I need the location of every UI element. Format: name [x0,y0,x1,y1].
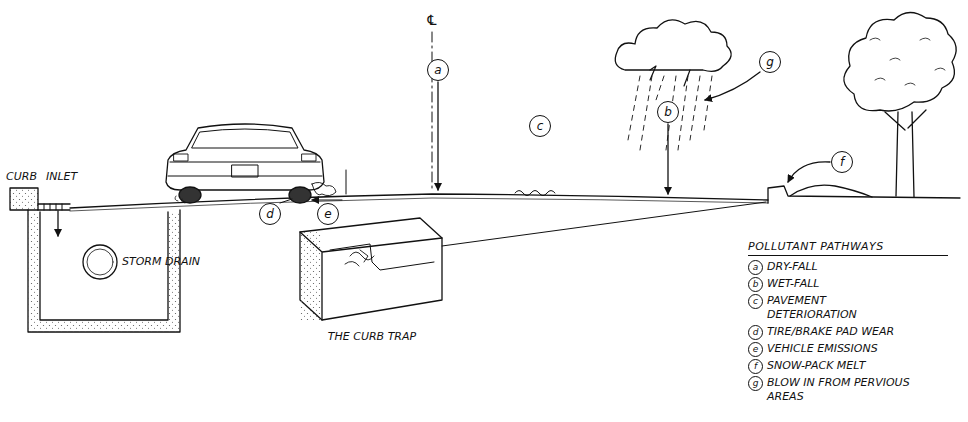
legend-row: f SNOW-PACK MELT [748,359,948,374]
curb-trap-leader [442,202,766,246]
blow-in-arrow [705,72,760,100]
storm-drain-pipe [83,245,117,279]
legend-text: WET-FALL [767,277,917,291]
legend-letter: c [748,294,763,309]
callout-letter: c [537,120,544,132]
snow-mound [790,185,872,197]
callout-circle: b [657,101,679,123]
exhaust-puff [312,182,336,195]
legend-text: TIRE/BRAKE PAD WEAR [767,325,917,339]
dry-fall-arrow [437,82,438,190]
legend-row: c PAVEMENT DETERIORATION [748,294,948,323]
storm-cloud [615,20,731,72]
tree [844,12,956,197]
legend-row: e VEHICLE EMISSIONS [748,342,948,357]
callout-letter: g [766,56,774,68]
callout-letter: d [266,208,274,220]
callout-circle: e [317,203,339,225]
curb [10,188,38,210]
legend-text: PAVEMENT DETERIORATION [767,294,917,323]
callout-circle: f [831,151,853,173]
callout-letter: b [664,106,672,118]
callout-circle: c [529,115,551,137]
callout-circle: d [259,203,281,225]
centerline-symbol: ℄ [428,12,437,29]
legend-text: VEHICLE EMISSIONS [767,342,917,356]
legend-letter: a [748,260,763,275]
legend-letter: e [748,342,763,357]
wet-fall-arrow [667,124,668,194]
legend-row: d TIRE/BRAKE PAD WEAR [748,325,948,340]
legend-text: SNOW-PACK MELT [767,359,917,373]
legend-letter: d [748,325,763,340]
legend-row: a DRY-FALL [748,260,948,275]
pavement-debris [515,191,555,196]
right-curb [768,186,960,203]
legend-text: DRY-FALL [767,260,917,274]
legend-letter: b [748,277,763,292]
legend-text: BLOW IN FROM PERVIOUS AREAS [767,376,917,405]
part-label: CURB [6,170,37,183]
callout-circle: g [759,51,781,73]
part-label: STORM DRAIN [122,255,200,268]
curb-trap [300,218,442,320]
snow-melt-arrow [788,162,830,182]
legend-title: POLLUTANT PATHWAYS [748,240,948,256]
part-label: THE CURB TRAP [328,330,416,343]
legend-letter: f [748,359,763,374]
part-label: INLET [46,170,77,183]
inlet-flow-arrow [57,211,58,236]
legend-row: b WET-FALL [748,277,948,292]
inlet-grate [38,204,70,210]
legend-row: g BLOW IN FROM PERVIOUS AREAS [748,376,948,405]
callout-letter: e [324,208,331,220]
callout-letter: f [840,156,844,168]
centerline [432,32,433,190]
legend-letter: g [748,376,763,391]
legend: POLLUTANT PATHWAYS a DRY-FALL b WET-FALL c PAV… [748,240,948,406]
callout-letter: a [434,64,441,76]
drain-box [28,210,180,332]
callout-circle: a [427,59,449,81]
car [166,124,346,203]
